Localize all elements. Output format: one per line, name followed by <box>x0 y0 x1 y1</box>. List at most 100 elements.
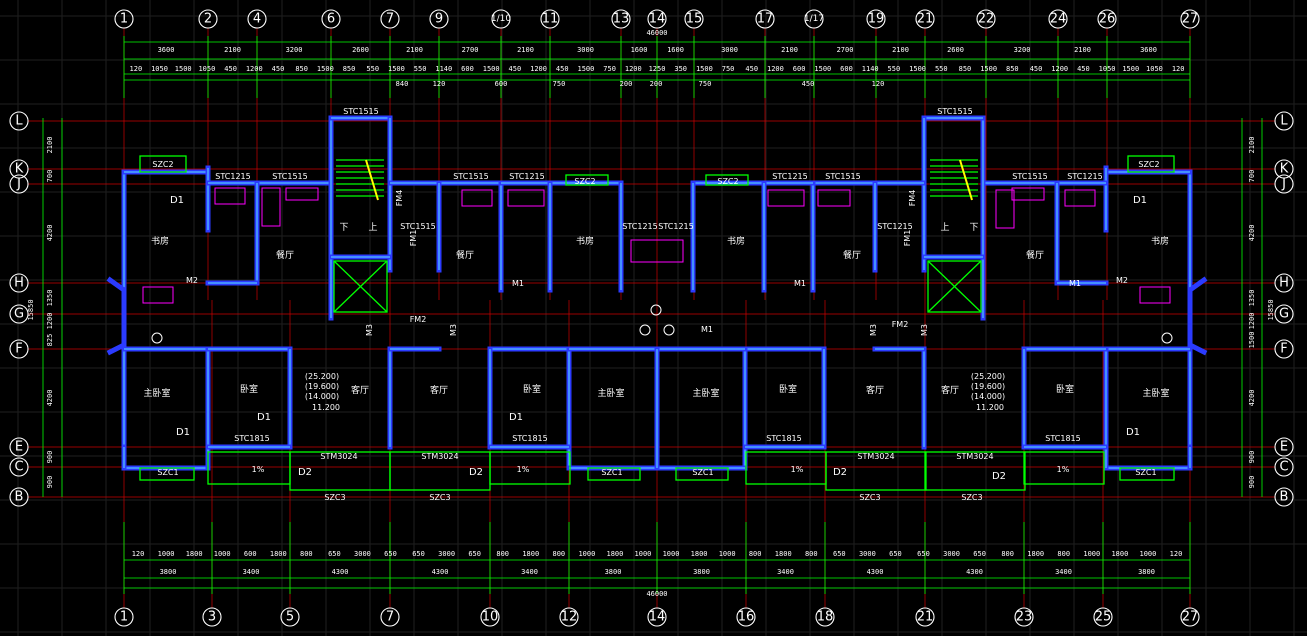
dimension-text: 550 <box>414 65 427 73</box>
bay-window-tag: SZC1 <box>157 468 178 477</box>
dimension-text: 450 <box>745 65 758 73</box>
dimension-text: 825 <box>46 334 54 347</box>
dimension-text: 3000 <box>721 46 738 54</box>
axis-label: 1 <box>120 610 128 625</box>
dimension-text: 1500 <box>1122 65 1139 73</box>
dimension-text: 1000 <box>214 550 231 558</box>
window-tag: STC1215 <box>509 172 544 181</box>
window-tag: STC1815 <box>1045 434 1080 443</box>
dimension-text: 750 <box>553 80 566 88</box>
left-axis-markers: L K J H G F E C B <box>9 111 29 507</box>
door-tag: M1 <box>512 279 524 288</box>
dimension-text: 4300 <box>432 568 449 576</box>
dimension-text: 1800 <box>691 550 708 558</box>
window-tag: STC1515 <box>937 107 972 116</box>
total-dimension-top: 46000 <box>646 29 667 37</box>
dimension-text: 850 <box>343 65 356 73</box>
dimension-text: 3400 <box>1055 568 1072 576</box>
dimension-text: 600 <box>793 65 806 73</box>
slope-label: 1% <box>252 465 265 474</box>
axis-label: F <box>15 342 22 357</box>
dimension-text: 120 <box>1172 65 1185 73</box>
window-tag: STM3024 <box>421 452 458 461</box>
room-study: 书房 <box>151 235 169 247</box>
dimension-text: 1500 <box>909 65 926 73</box>
bay-window-tag: SZC3 <box>961 493 982 502</box>
dimension-text: 650 <box>917 550 930 558</box>
dimension-text: 3000 <box>354 550 371 558</box>
dimension-text: 1800 <box>606 550 623 558</box>
dimension-text: 1350 <box>46 290 54 307</box>
dimension-text: 750 <box>722 65 735 73</box>
dimension-text: 1200 <box>1051 65 1068 73</box>
room-dining: 餐厅 <box>1026 249 1044 261</box>
axis-label: 25 <box>1095 610 1112 625</box>
window-tag: STC1815 <box>512 434 547 443</box>
dimension-text: 1000 <box>578 550 595 558</box>
room-labels: 书房 餐厅 餐厅 书房 书房 餐厅 餐厅 书房 主卧室 卧室 客厅 客厅 卧室 … <box>143 222 1169 474</box>
dimension-text: 2600 <box>352 46 369 54</box>
bay-window-tag: SZC1 <box>692 468 713 477</box>
axis-marker <box>976 9 996 29</box>
axis-label: 16 <box>738 610 755 625</box>
dimension-text: 1800 <box>522 550 539 558</box>
room-study: 书房 <box>727 235 745 247</box>
dimension-text: 1050 <box>1099 65 1116 73</box>
balcony <box>825 451 927 491</box>
axis-label: 13 <box>613 12 630 27</box>
balcony <box>489 451 571 485</box>
bay-window-tag: SZC2 <box>574 177 595 186</box>
axis-marker <box>1048 9 1068 29</box>
dimension-text: 900 <box>46 476 54 489</box>
axis-marker <box>1097 9 1117 29</box>
dimension-text: 650 <box>889 550 902 558</box>
dimension-text: 2700 <box>462 46 479 54</box>
axis-label: 26 <box>1099 12 1116 27</box>
dimension-text: 120 <box>130 65 143 73</box>
axis-label: J <box>1281 177 1286 192</box>
dimension-text: 4300 <box>332 568 349 576</box>
room-living: 客厅 <box>866 384 884 396</box>
bay-wall <box>1187 276 1208 356</box>
bay-window-tag: SZC1 <box>1135 468 1156 477</box>
axis-marker <box>380 607 400 627</box>
bay-window <box>705 174 749 186</box>
dimension-text: 550 <box>935 65 948 73</box>
dimension-text: 2100 <box>224 46 241 54</box>
window-tag: STC1515 <box>825 172 860 181</box>
bay-window-tag: SZC2 <box>1138 160 1159 169</box>
dimension-text: 850 <box>959 65 972 73</box>
door-tag: FM1 <box>409 230 418 247</box>
plumbing-fixture <box>817 189 851 207</box>
dimension-text: 1500 <box>696 65 713 73</box>
axis-label: 12 <box>561 610 578 625</box>
dimension-text: 1250 <box>649 65 666 73</box>
door-labels: D1 D1 D1 D1 D1 D1 D2 D2 D2 D2 M1 M1 M1 M… <box>170 190 1147 482</box>
plumbing-fixture <box>261 187 281 227</box>
axis-marker <box>559 607 579 627</box>
axis-marker <box>804 9 824 29</box>
plumbing-fixture <box>1011 187 1045 201</box>
axis-label: 5 <box>286 610 294 625</box>
dimension-text: 2100 <box>1248 137 1256 154</box>
room-master-bedroom: 主卧室 <box>597 387 624 399</box>
dimension-text: 1050 <box>198 65 215 73</box>
plumbing-fixture <box>214 187 246 205</box>
dimension-text: 1350 <box>1248 290 1256 307</box>
bay-window-tag: SZC1 <box>601 468 622 477</box>
axis-grid-lines <box>28 28 1275 608</box>
axis-marker <box>480 607 500 627</box>
dimension-text: 3000 <box>438 550 455 558</box>
elevation: 11.200 <box>312 403 340 412</box>
axis-marker <box>247 9 267 29</box>
bay-window-tag: SZC2 <box>717 177 738 186</box>
dimension-text: 1800 <box>775 550 792 558</box>
plumbing-fixture <box>142 286 174 304</box>
elevation: (25.200) <box>305 372 339 381</box>
dimension-text: 1000 <box>719 550 736 558</box>
door-tag: FM4 <box>395 190 404 207</box>
door-tag: D2 <box>469 467 483 478</box>
